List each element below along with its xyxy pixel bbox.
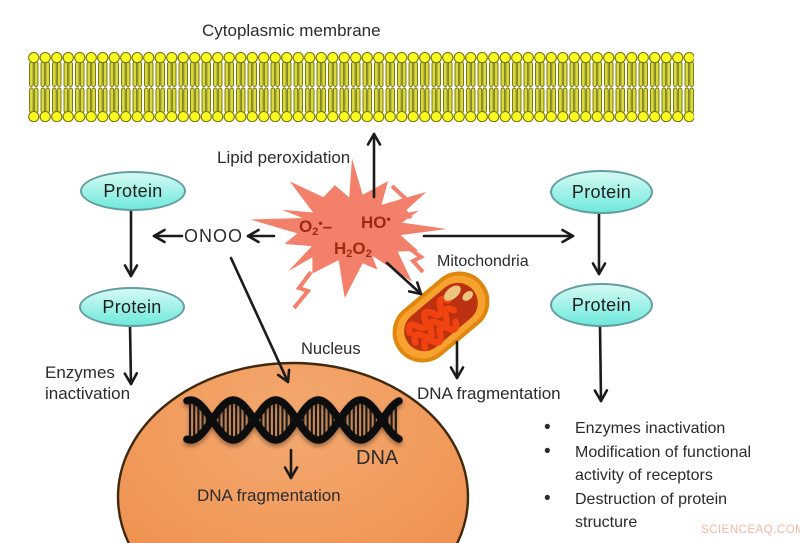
- superoxide-label: O2•–: [299, 216, 333, 238]
- arrow-right-protein-2: [593, 323, 609, 403]
- onoo-label: ONOO: [184, 226, 244, 246]
- hydrogen-peroxide-label: H2O2: [334, 239, 372, 260]
- effects-list-item: Modification of functional activity of r…: [541, 440, 784, 488]
- lightning-bolt-icon: [292, 270, 313, 310]
- enzymes-inactivation-label: Enzymes inactivation: [45, 363, 131, 403]
- hydroxyl-radical-label: HO•: [361, 212, 391, 232]
- dna-helix-icon: [183, 396, 403, 444]
- watermark: SCIENCEAQ.COM: [701, 524, 800, 536]
- membrane-bilayer-graphic: [28, 52, 694, 122]
- flow-arrows: [123, 132, 609, 480]
- nucleus-dna-fragmentation-label: DNA fragmentation: [197, 486, 341, 505]
- protein-node-right-bottom: Protein: [550, 283, 653, 327]
- effects-list-item: Enzymes inactivation: [541, 416, 784, 441]
- lipid-peroxidation-label: Lipid peroxidation: [217, 148, 351, 167]
- effects-list-item: Destruction of protein structure: [541, 487, 784, 535]
- ros-starburst: [250, 158, 447, 310]
- mitochondria-icon: [392, 271, 490, 363]
- mitochondria-dna-fragmentation-label: DNA fragmentation: [417, 384, 561, 403]
- protein-node-right-top: Protein: [550, 170, 653, 214]
- dna-label: DNA: [356, 447, 399, 469]
- nucleus-label: Nucleus: [301, 340, 361, 358]
- membrane-label: Cytoplasmic membrane: [202, 21, 381, 40]
- protein-damage-effects-list: Enzymes inactivation Modification of fun…: [541, 416, 784, 535]
- lightning-bolt-icon: [390, 184, 413, 220]
- mitochondria-label: Mitochondria: [437, 253, 529, 270]
- nucleus-shape: [116, 361, 470, 543]
- arrow-onoo-to-nucleus: [229, 256, 291, 384]
- lightning-bolt-icon: [408, 247, 425, 274]
- protein-node-left-bottom: Protein: [79, 287, 185, 327]
- protein-node-left-top: Protein: [80, 171, 186, 211]
- arrow-left-protein-2: [123, 323, 139, 386]
- arrow-burst-to-mitochondria: [385, 261, 423, 296]
